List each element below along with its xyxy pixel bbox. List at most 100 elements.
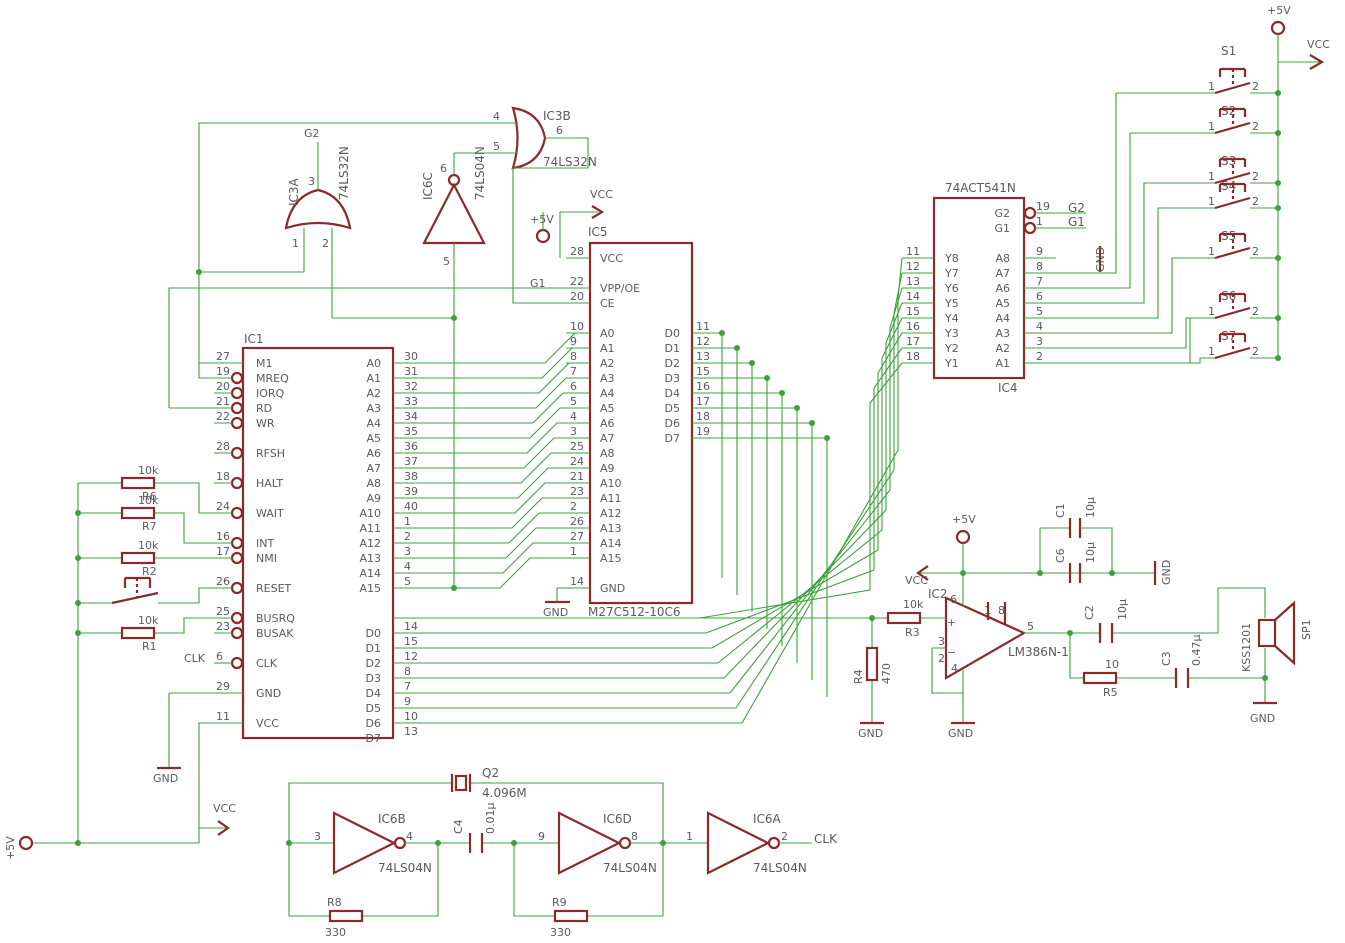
ic1-pin-num: 2	[404, 530, 411, 543]
ic4-pin-name: Y8	[944, 252, 959, 265]
ic6d-part: 74LS04N	[603, 861, 657, 875]
ic1-pin-name: D0	[366, 627, 381, 640]
data-line	[705, 347, 903, 634]
switch-input-wire	[1056, 207, 1215, 319]
ic1-pin-bubble	[230, 416, 244, 430]
address-line	[393, 422, 566, 454]
svg-text:−: −	[947, 646, 956, 659]
ic5-pin-num: 21	[570, 470, 584, 483]
amp-pin5: 5	[1027, 620, 1034, 633]
ic5-pin-name: VPP/OE	[600, 282, 640, 295]
ic4-pin-bubble	[1023, 221, 1037, 235]
ic1-pin-num: 8	[404, 665, 411, 678]
ic1-pin-num: 6	[216, 650, 223, 663]
ic5-pin-name: A15	[600, 552, 622, 565]
ic5-pin-num: 3	[570, 425, 577, 438]
ic3a-ref: IC3A	[287, 177, 301, 206]
address-line	[393, 392, 566, 424]
ic5-pin-num: 1	[570, 545, 577, 558]
ic1-pin-bubble	[230, 371, 244, 385]
ic5-pin-num: 24	[570, 455, 584, 468]
ic1-pin-name: CLK	[256, 657, 278, 670]
bottom-plus5: +5V	[4, 836, 17, 860]
amp-pin6: 6	[950, 593, 957, 606]
ic1-pin-name: D4	[366, 687, 381, 700]
c2-ref: C2	[1083, 605, 1096, 620]
switch-pin: 1	[1208, 195, 1215, 208]
r1-value: 10k	[138, 614, 159, 627]
ic5-pin-num: 17	[696, 395, 710, 408]
switch-lever	[1214, 246, 1251, 260]
switch-pin: 1	[1208, 345, 1215, 358]
ic5-pin-name: A14	[600, 537, 622, 550]
address-line	[393, 407, 566, 439]
ic3b-gate: IC3B 74LS32N 4 5 6	[493, 106, 597, 170]
data-line	[735, 272, 903, 709]
ic1-pin-num: 18	[216, 470, 230, 483]
ic1-pin-name: A12	[359, 537, 381, 550]
ic1-pin-bubble	[230, 386, 244, 400]
r4-value: 470	[880, 663, 893, 684]
address-line	[393, 512, 566, 544]
amp-ref: IC2	[928, 587, 948, 601]
ic1-pin-name: A15	[359, 582, 381, 595]
ic4-pin-name: G2	[994, 207, 1010, 220]
ic6b-pin4: 4	[406, 830, 413, 843]
ic1-pin-name: A4	[366, 417, 381, 430]
ic1-pin-name: VCC	[256, 717, 279, 730]
sp-gnd: GND	[1250, 712, 1275, 725]
amp-plus5: +5V	[952, 513, 976, 526]
ic1-pin-bubble	[230, 611, 244, 625]
ic1-pin-name: WR	[256, 417, 275, 430]
control-wiring: 10k R6 10k R7 10k R2 10k R1 GND +5V VCC …	[4, 122, 589, 860]
ic5-pin-num: 26	[570, 515, 584, 528]
ic1-pin-num: 23	[216, 620, 230, 633]
ic4-pin-name: A6	[995, 282, 1010, 295]
ic5-chip: IC5 M27C512-10C6 28VCC22VPP/OE20CE10A09A…	[530, 188, 718, 619]
ic1-pin-name: BUSAK	[256, 627, 294, 640]
switch-input-wire	[1056, 182, 1215, 304]
ic5-pin-num: 7	[570, 365, 577, 378]
switch-ref: S1	[1221, 44, 1236, 58]
switch-junction	[1275, 205, 1281, 211]
ic1-pin-name: A0	[366, 357, 381, 370]
switch-junction	[1275, 180, 1281, 186]
ic5-pin-name: A6	[600, 417, 615, 430]
ic1-pin-name: D7	[366, 732, 381, 745]
ic4-pin-num: 5	[1036, 305, 1043, 318]
switch-pin: 1	[1208, 245, 1215, 258]
ic4-pin-name: Y7	[944, 267, 959, 280]
ic4-pin-num: 3	[1036, 335, 1043, 348]
ic1-pin-name: WAIT	[256, 507, 284, 520]
ic4-chip: 74ACT541N IC4 11Y812Y713Y614Y515Y416Y317…	[902, 181, 1107, 395]
address-line	[393, 467, 566, 499]
ic1-pin-num: 27	[216, 350, 230, 363]
ic1-pin-name: A2	[366, 387, 381, 400]
ic1-pin-num: 7	[404, 680, 411, 693]
ic1-pin-num: 5	[404, 575, 411, 588]
data-junction	[734, 345, 740, 351]
switch-lever	[1214, 346, 1251, 360]
ic6c-ref: IC6C	[421, 172, 435, 200]
ic1-pin-name: D5	[366, 702, 381, 715]
address-line	[393, 332, 577, 364]
ic5-pin-num: 13	[696, 350, 710, 363]
r3-ref: R3	[905, 626, 920, 639]
c1-ref: C1	[1054, 503, 1067, 518]
ic3a-pin3: 3	[308, 175, 315, 188]
ic1-pin-name: RD	[256, 402, 272, 415]
ic5-pin-name: A9	[600, 462, 615, 475]
ic1-pin-name: RFSH	[256, 447, 285, 460]
amp-pin3: 3	[938, 635, 945, 648]
ic1-pin-num: 33	[404, 395, 418, 408]
ic5-pin-name: GND	[600, 582, 625, 595]
ic1-pin-bubble	[230, 506, 244, 520]
ic5-pin-name: A5	[600, 402, 615, 415]
ic5-pin-num: 28	[570, 245, 584, 258]
switch-input-wire	[1056, 132, 1215, 289]
ic4-pin-name: Y5	[944, 297, 959, 310]
ic1-pin-name: HALT	[256, 477, 283, 490]
r4-gnd: GND	[858, 727, 883, 740]
